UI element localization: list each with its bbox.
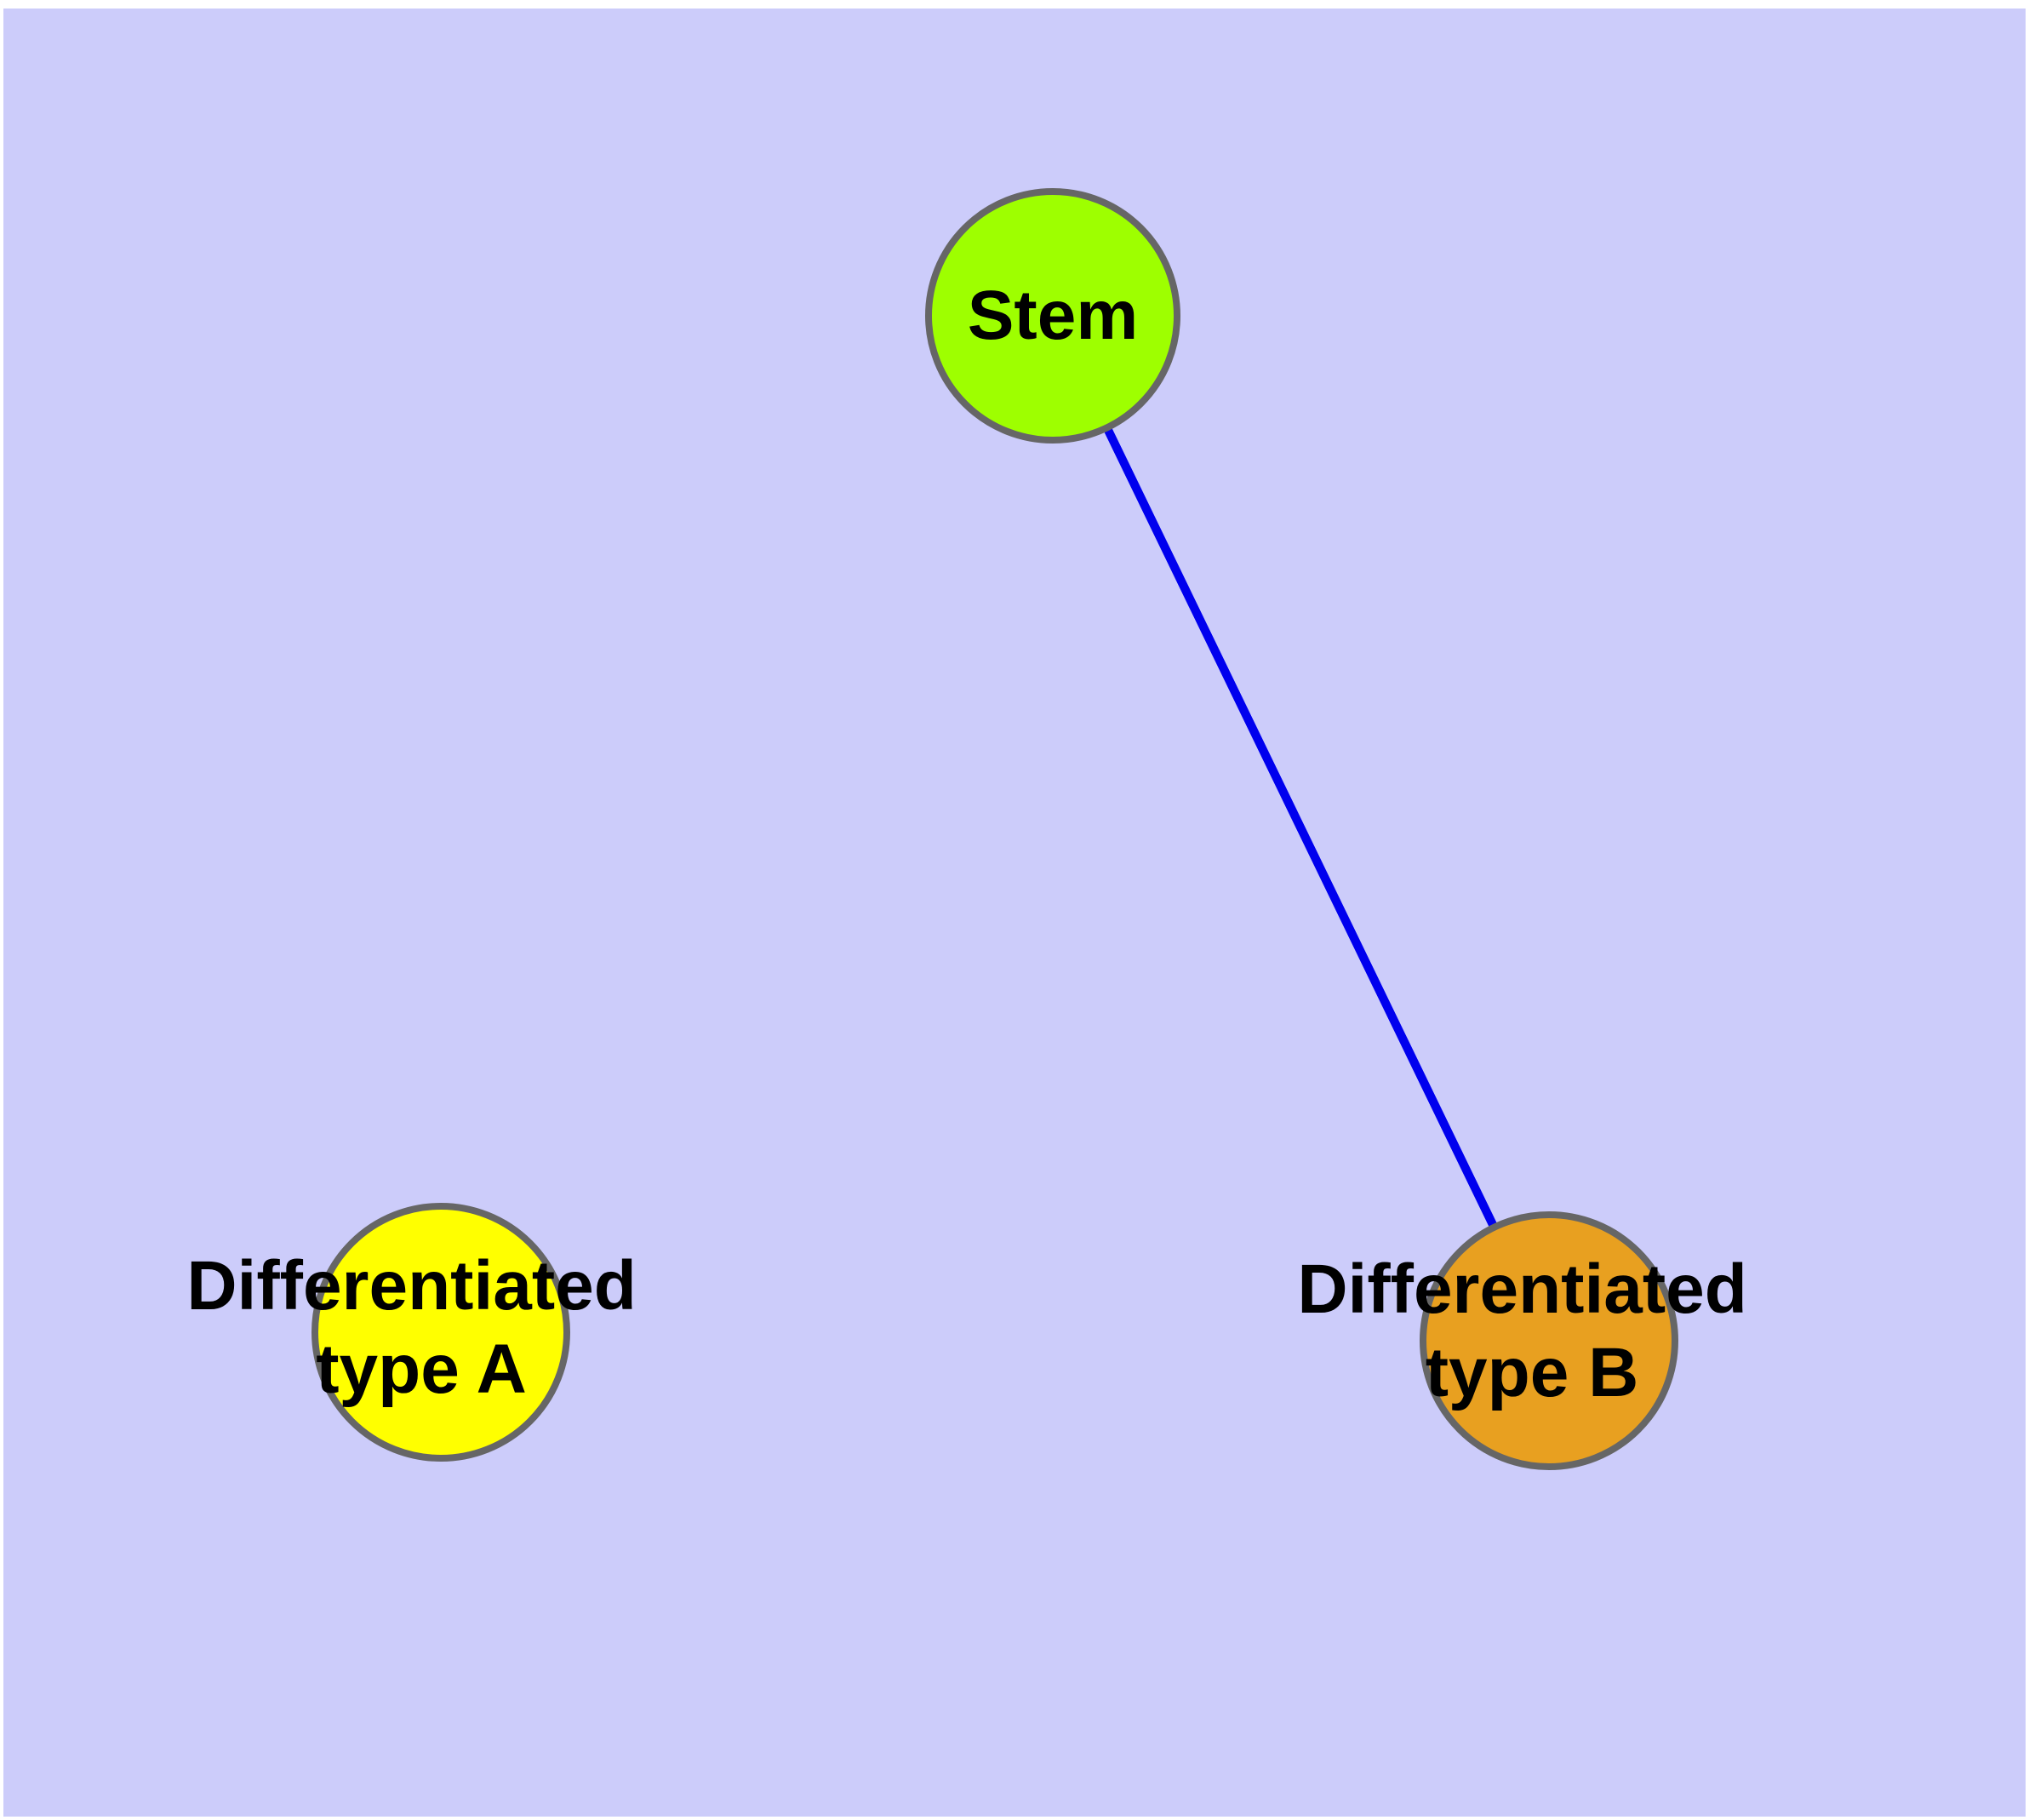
node-label-differentiated-type-a: Differentiated type A: [186, 1247, 655, 1408]
node-circle-differentiated-type-b[interactable]: [1420, 1211, 1678, 1470]
node-label-differentiated-type-b-line2: type B: [1426, 1334, 1639, 1411]
edge-layer: [1049, 313, 1553, 1343]
node-differentiated-type-b[interactable]: [1420, 1211, 1678, 1470]
node-label-stem-line1: Stem: [968, 277, 1139, 354]
node-circle-stem[interactable]: [925, 188, 1180, 444]
label-layer: Stem Differentiated type A Differentiate…: [186, 277, 1766, 1411]
node-label-differentiated-type-b-line1: Differentiated: [1297, 1251, 1747, 1328]
node-circle-differentiated-type-a[interactable]: [311, 1203, 570, 1462]
node-label-differentiated-type-b: Differentiated type B: [1297, 1251, 1766, 1411]
node-differentiated-type-a[interactable]: [311, 1203, 570, 1462]
node-stem[interactable]: [925, 188, 1180, 444]
node-label-differentiated-type-a-line2: type A: [316, 1331, 527, 1408]
node-label-differentiated-type-a-line1: Differentiated: [186, 1247, 637, 1325]
edge-stem-to-differentiated-type-b[interactable]: [1049, 313, 1553, 1343]
node-label-stem: Stem: [968, 277, 1139, 354]
